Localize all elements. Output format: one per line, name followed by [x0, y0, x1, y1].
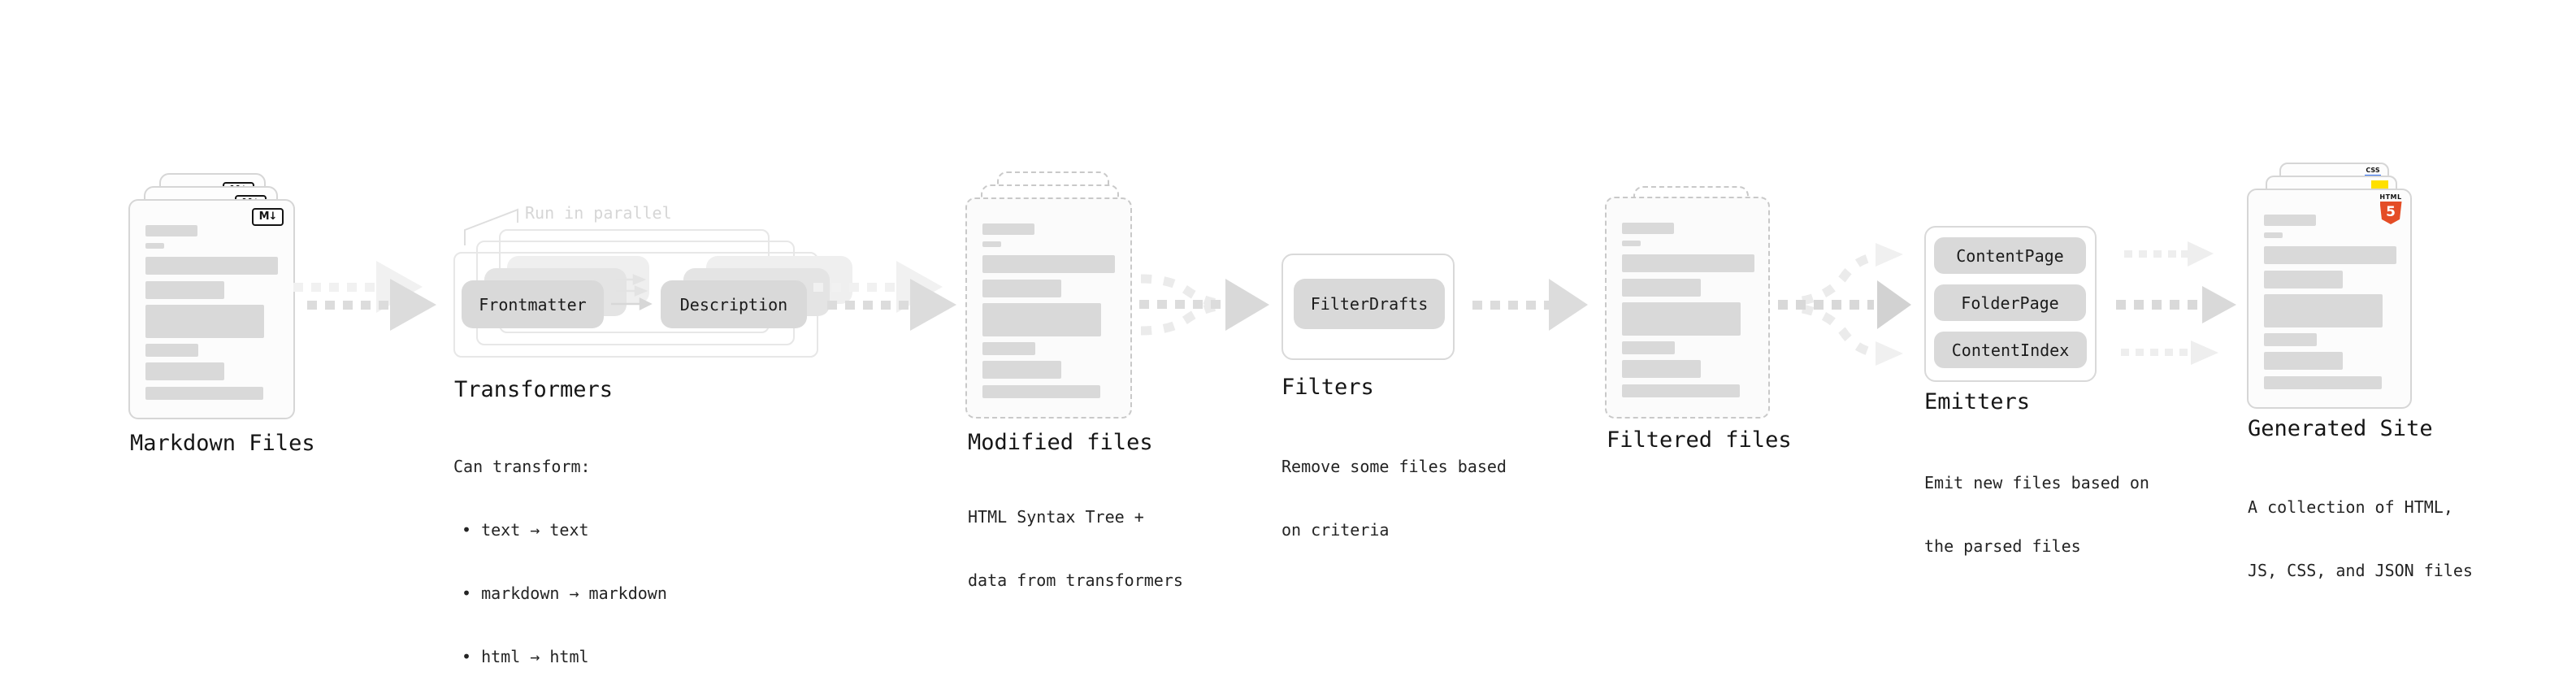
desc-line: • html → html — [462, 647, 589, 666]
generated-file-card-html: HTML 5 — [2247, 189, 2412, 409]
skeleton-line — [1622, 223, 1674, 234]
filtered-file-card-front — [1605, 197, 1770, 419]
stage-label-filtered-files: Filtered files — [1607, 427, 1792, 453]
html5-icon-shield: 5 — [2379, 202, 2402, 224]
skeleton-line — [1622, 279, 1701, 297]
parallel-flow-arrows — [611, 274, 653, 311]
skeleton-line — [145, 281, 224, 299]
desc-line: • text → text — [462, 520, 589, 540]
skeleton-line — [2264, 215, 2316, 226]
stage-desc-generated-site: A collection of HTML, JS, CSS, and JSON … — [2248, 454, 2473, 623]
emitter-chip-contentindex: ContentIndex — [1934, 332, 2087, 368]
desc-line: Can transform: — [453, 457, 591, 476]
skeleton-line — [1622, 384, 1740, 397]
html5-icon: HTML 5 — [2379, 193, 2402, 224]
emitter-chip-folderpage: FolderPage — [1934, 284, 2086, 321]
skeleton-line — [145, 344, 198, 357]
stage-desc-emitters: Emit new files based on the parsed files — [1924, 430, 2149, 599]
filter-chip-filterdrafts: FilterDrafts — [1294, 279, 1445, 329]
stage-label-emitters: Emitters — [1924, 389, 2031, 414]
desc-line: HTML Syntax Tree + — [968, 507, 1144, 527]
skeleton-line — [145, 387, 263, 400]
css-icon-text: CSS — [2366, 167, 2380, 174]
stage-label-modified-files: Modified files — [968, 430, 1153, 455]
skeleton-line — [1622, 302, 1741, 336]
desc-line: Remove some files based — [1281, 457, 1507, 476]
skeleton-line — [982, 241, 1001, 247]
arrow-modified-to-filters-converge — [1139, 274, 1269, 336]
html5-icon-text: HTML — [2379, 193, 2402, 201]
arrow-filters-to-filtered — [1472, 279, 1588, 331]
emitter-chip-contentpage: ContentPage — [1934, 237, 2086, 274]
skeleton-line — [145, 225, 197, 236]
stage-label-transformers: Transformers — [454, 377, 614, 402]
markdown-icon: M↓ — [252, 208, 284, 226]
skeleton-line — [2264, 352, 2343, 370]
run-in-parallel-leader-line — [464, 208, 518, 245]
desc-line: • markdown → markdown — [462, 583, 667, 603]
skeleton-line — [1622, 254, 1754, 272]
skeleton-line — [2264, 232, 2283, 238]
skeleton-line — [2264, 294, 2383, 327]
skeleton-line — [982, 303, 1101, 336]
skeleton-line — [982, 385, 1100, 398]
skeleton-line — [982, 280, 1061, 297]
desc-line: Emit new files based on — [1924, 473, 2149, 492]
skeleton-line — [1622, 241, 1641, 246]
arrow-emitters-to-generated-triple — [2116, 241, 2236, 365]
transformer-chip-frontmatter: Frontmatter — [462, 280, 604, 328]
arrow-transformers-to-modified — [813, 261, 956, 331]
stage-label-filters: Filters — [1281, 375, 1374, 400]
run-in-parallel-note: Run in parallel — [525, 203, 672, 223]
desc-line: the parsed files — [1924, 536, 2081, 556]
js-icon — [2371, 180, 2388, 189]
skeleton-line — [2264, 376, 2382, 389]
stage-desc-modified-files: HTML Syntax Tree + data from transformer… — [968, 464, 1183, 633]
skeleton-line — [982, 223, 1034, 235]
stage-desc-filters: Remove some files based on criteria — [1281, 414, 1507, 583]
skeleton-line — [982, 342, 1035, 355]
stage-desc-transformers: Can transform: • text → text • markdown … — [453, 414, 667, 681]
stage-label-markdown-files: Markdown Files — [130, 431, 315, 456]
skeleton-line — [2264, 333, 2317, 346]
desc-line: on criteria — [1281, 520, 1390, 540]
skeleton-line — [2264, 246, 2396, 264]
desc-line: data from transformers — [968, 570, 1183, 590]
skeleton-line — [145, 305, 264, 338]
arrow-filtered-to-emitters-diverge — [1778, 243, 1911, 366]
skeleton-line — [982, 255, 1115, 273]
skeleton-line — [982, 361, 1061, 379]
skeleton-line — [145, 243, 164, 249]
skeleton-line — [1622, 360, 1701, 378]
arrow-markdown-to-transformers — [293, 261, 436, 331]
desc-line: JS, CSS, and JSON files — [2248, 561, 2473, 580]
markdown-file-card-front: M↓ — [128, 199, 295, 419]
transformer-chip-description: Description — [661, 280, 807, 328]
skeleton-line — [145, 362, 224, 380]
desc-line: A collection of HTML, — [2248, 497, 2453, 517]
skeleton-line — [1622, 341, 1675, 354]
modified-file-card-front — [965, 197, 1132, 419]
skeleton-line — [2264, 271, 2343, 288]
stage-label-generated-site: Generated Site — [2248, 416, 2433, 441]
skeleton-line — [145, 257, 278, 275]
